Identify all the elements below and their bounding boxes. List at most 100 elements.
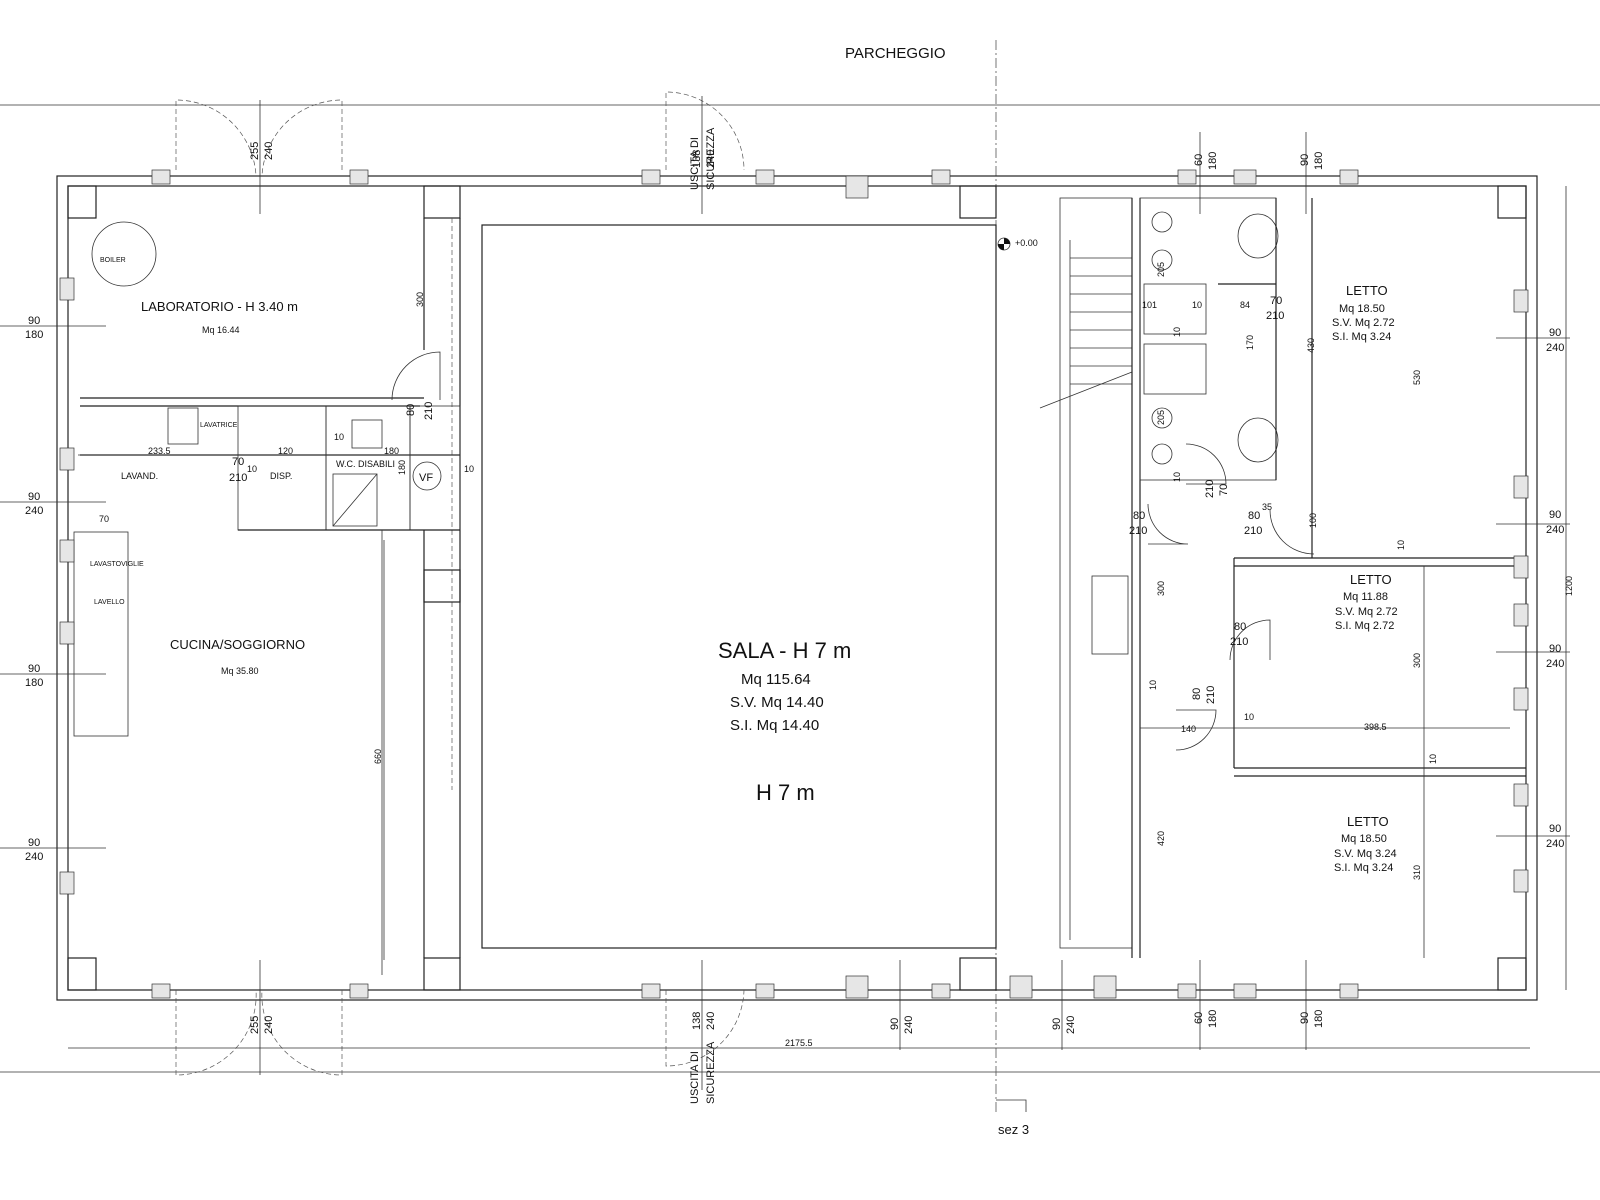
dim: 90	[1549, 327, 1561, 339]
dim: 100	[1308, 513, 1318, 528]
shower	[1143, 283, 1207, 335]
dim: 300	[1412, 653, 1422, 668]
dim: 80	[405, 404, 417, 416]
fireplace	[1091, 575, 1129, 655]
dim: 240	[705, 1012, 717, 1030]
laboratorio-name: LABORATORIO - H 3.40 m	[141, 299, 298, 314]
letto2-name: LETTO	[1350, 572, 1392, 587]
parking-label: PARCHEGGIO	[845, 45, 946, 62]
dim: 1200	[1564, 576, 1574, 596]
dim: 240	[1546, 838, 1564, 850]
dim: 210	[423, 402, 435, 420]
exit-bottom-line1: USCITA DI	[689, 1051, 701, 1104]
dim: 233.5	[148, 446, 171, 456]
dim: 90	[1051, 1018, 1063, 1030]
dim: 35	[1262, 502, 1272, 512]
dim: 138	[691, 150, 703, 168]
washing-machine	[167, 407, 199, 445]
dim: 210	[1244, 525, 1262, 537]
sala-sv: S.V. Mq 14.40	[730, 694, 824, 711]
dim: 138	[691, 1012, 703, 1030]
cucina-name: CUCINA/SOGGIORNO	[170, 637, 305, 652]
letto2-area: Mq 11.88	[1343, 591, 1388, 603]
dim: 660	[373, 749, 383, 764]
pillar	[1497, 185, 1527, 219]
letto1-area: Mq 18.50	[1339, 303, 1385, 315]
letto2-si: S.I. Mq 2.72	[1335, 620, 1394, 632]
dim: 90	[1299, 154, 1311, 166]
dim: 60	[1193, 154, 1205, 166]
dim: 240	[1546, 658, 1564, 670]
dim: 300	[1156, 581, 1166, 596]
pillar	[67, 185, 97, 219]
dim: 210	[1205, 686, 1217, 704]
exit-top-line2: SICUREZZA	[705, 127, 717, 190]
dim: 10	[1192, 300, 1202, 310]
dim: 205	[1156, 262, 1166, 277]
dim: 398.5	[1364, 722, 1387, 732]
boiler-label: BOILER	[100, 257, 126, 264]
dim: 84	[1240, 300, 1250, 310]
dim: 120	[278, 446, 293, 456]
lavatrice-label: LAVATRICE	[200, 422, 238, 429]
dim: 180	[1313, 152, 1325, 170]
dim: 210	[1230, 636, 1248, 648]
bathroom-block	[1139, 197, 1277, 481]
dim: 205	[1156, 410, 1166, 425]
dim: 10	[1428, 754, 1438, 764]
dim: 101	[1142, 300, 1157, 310]
sink	[1237, 417, 1279, 463]
dim: 60	[1193, 1012, 1205, 1024]
sala-area: Mq 115.64	[741, 671, 811, 688]
dim: 300	[415, 292, 425, 307]
sala-name: SALA - H 7 m	[718, 638, 851, 663]
dim: 80	[1248, 510, 1260, 522]
lavastoviglie-label: LAVASTOVIGLIE	[90, 561, 144, 568]
exit-bottom-line2: SICUREZZA	[705, 1041, 717, 1104]
dim: 180	[397, 460, 407, 475]
pillar	[67, 957, 97, 991]
pillar	[423, 957, 461, 991]
dim: 70	[232, 456, 244, 468]
dim: 240	[25, 851, 43, 863]
dim-total: 2175.5	[785, 1038, 813, 1048]
dim: 210	[1204, 480, 1216, 498]
dim: 10	[1244, 712, 1254, 722]
dim: 90	[28, 315, 40, 327]
dim: 10	[334, 432, 344, 442]
letto3-si: S.I. Mq 3.24	[1334, 862, 1393, 874]
exit-door-bottom	[665, 989, 745, 1067]
door-swing-top	[175, 99, 257, 177]
disp-label: DISP.	[270, 471, 292, 481]
dim: 10	[1172, 472, 1182, 482]
dim: 90	[1549, 823, 1561, 835]
dim: 90	[28, 491, 40, 503]
door-swing-bottom	[175, 989, 257, 1076]
shower	[332, 473, 378, 527]
dim: 180	[1207, 1010, 1219, 1028]
dim: 180	[1207, 152, 1219, 170]
lavand-label: LAVAND.	[121, 471, 158, 481]
cucina-area: Mq 35.80	[221, 666, 259, 676]
dim: 90	[28, 837, 40, 849]
letto3-name: LETTO	[1347, 814, 1389, 829]
dim: 170	[1245, 335, 1255, 350]
level-label: +0.00	[1015, 238, 1038, 248]
shower	[1143, 343, 1207, 395]
dim: 180	[384, 446, 399, 456]
dim: 180	[25, 677, 43, 689]
vf-circle	[412, 461, 442, 491]
exit-top-line1: USCITA DI	[689, 137, 701, 190]
pillar	[423, 185, 461, 219]
dim: 240	[25, 505, 43, 517]
dim: 530	[1412, 370, 1422, 385]
vf-label: VF	[419, 472, 433, 484]
dim: 10	[1396, 540, 1406, 550]
dim: 70	[99, 514, 109, 524]
dim: 310	[1412, 865, 1422, 880]
dim: 90	[1299, 1012, 1311, 1024]
dim: 70	[1270, 295, 1282, 307]
section-label: sez 3	[998, 1122, 1029, 1137]
dim: 240	[1065, 1016, 1077, 1034]
